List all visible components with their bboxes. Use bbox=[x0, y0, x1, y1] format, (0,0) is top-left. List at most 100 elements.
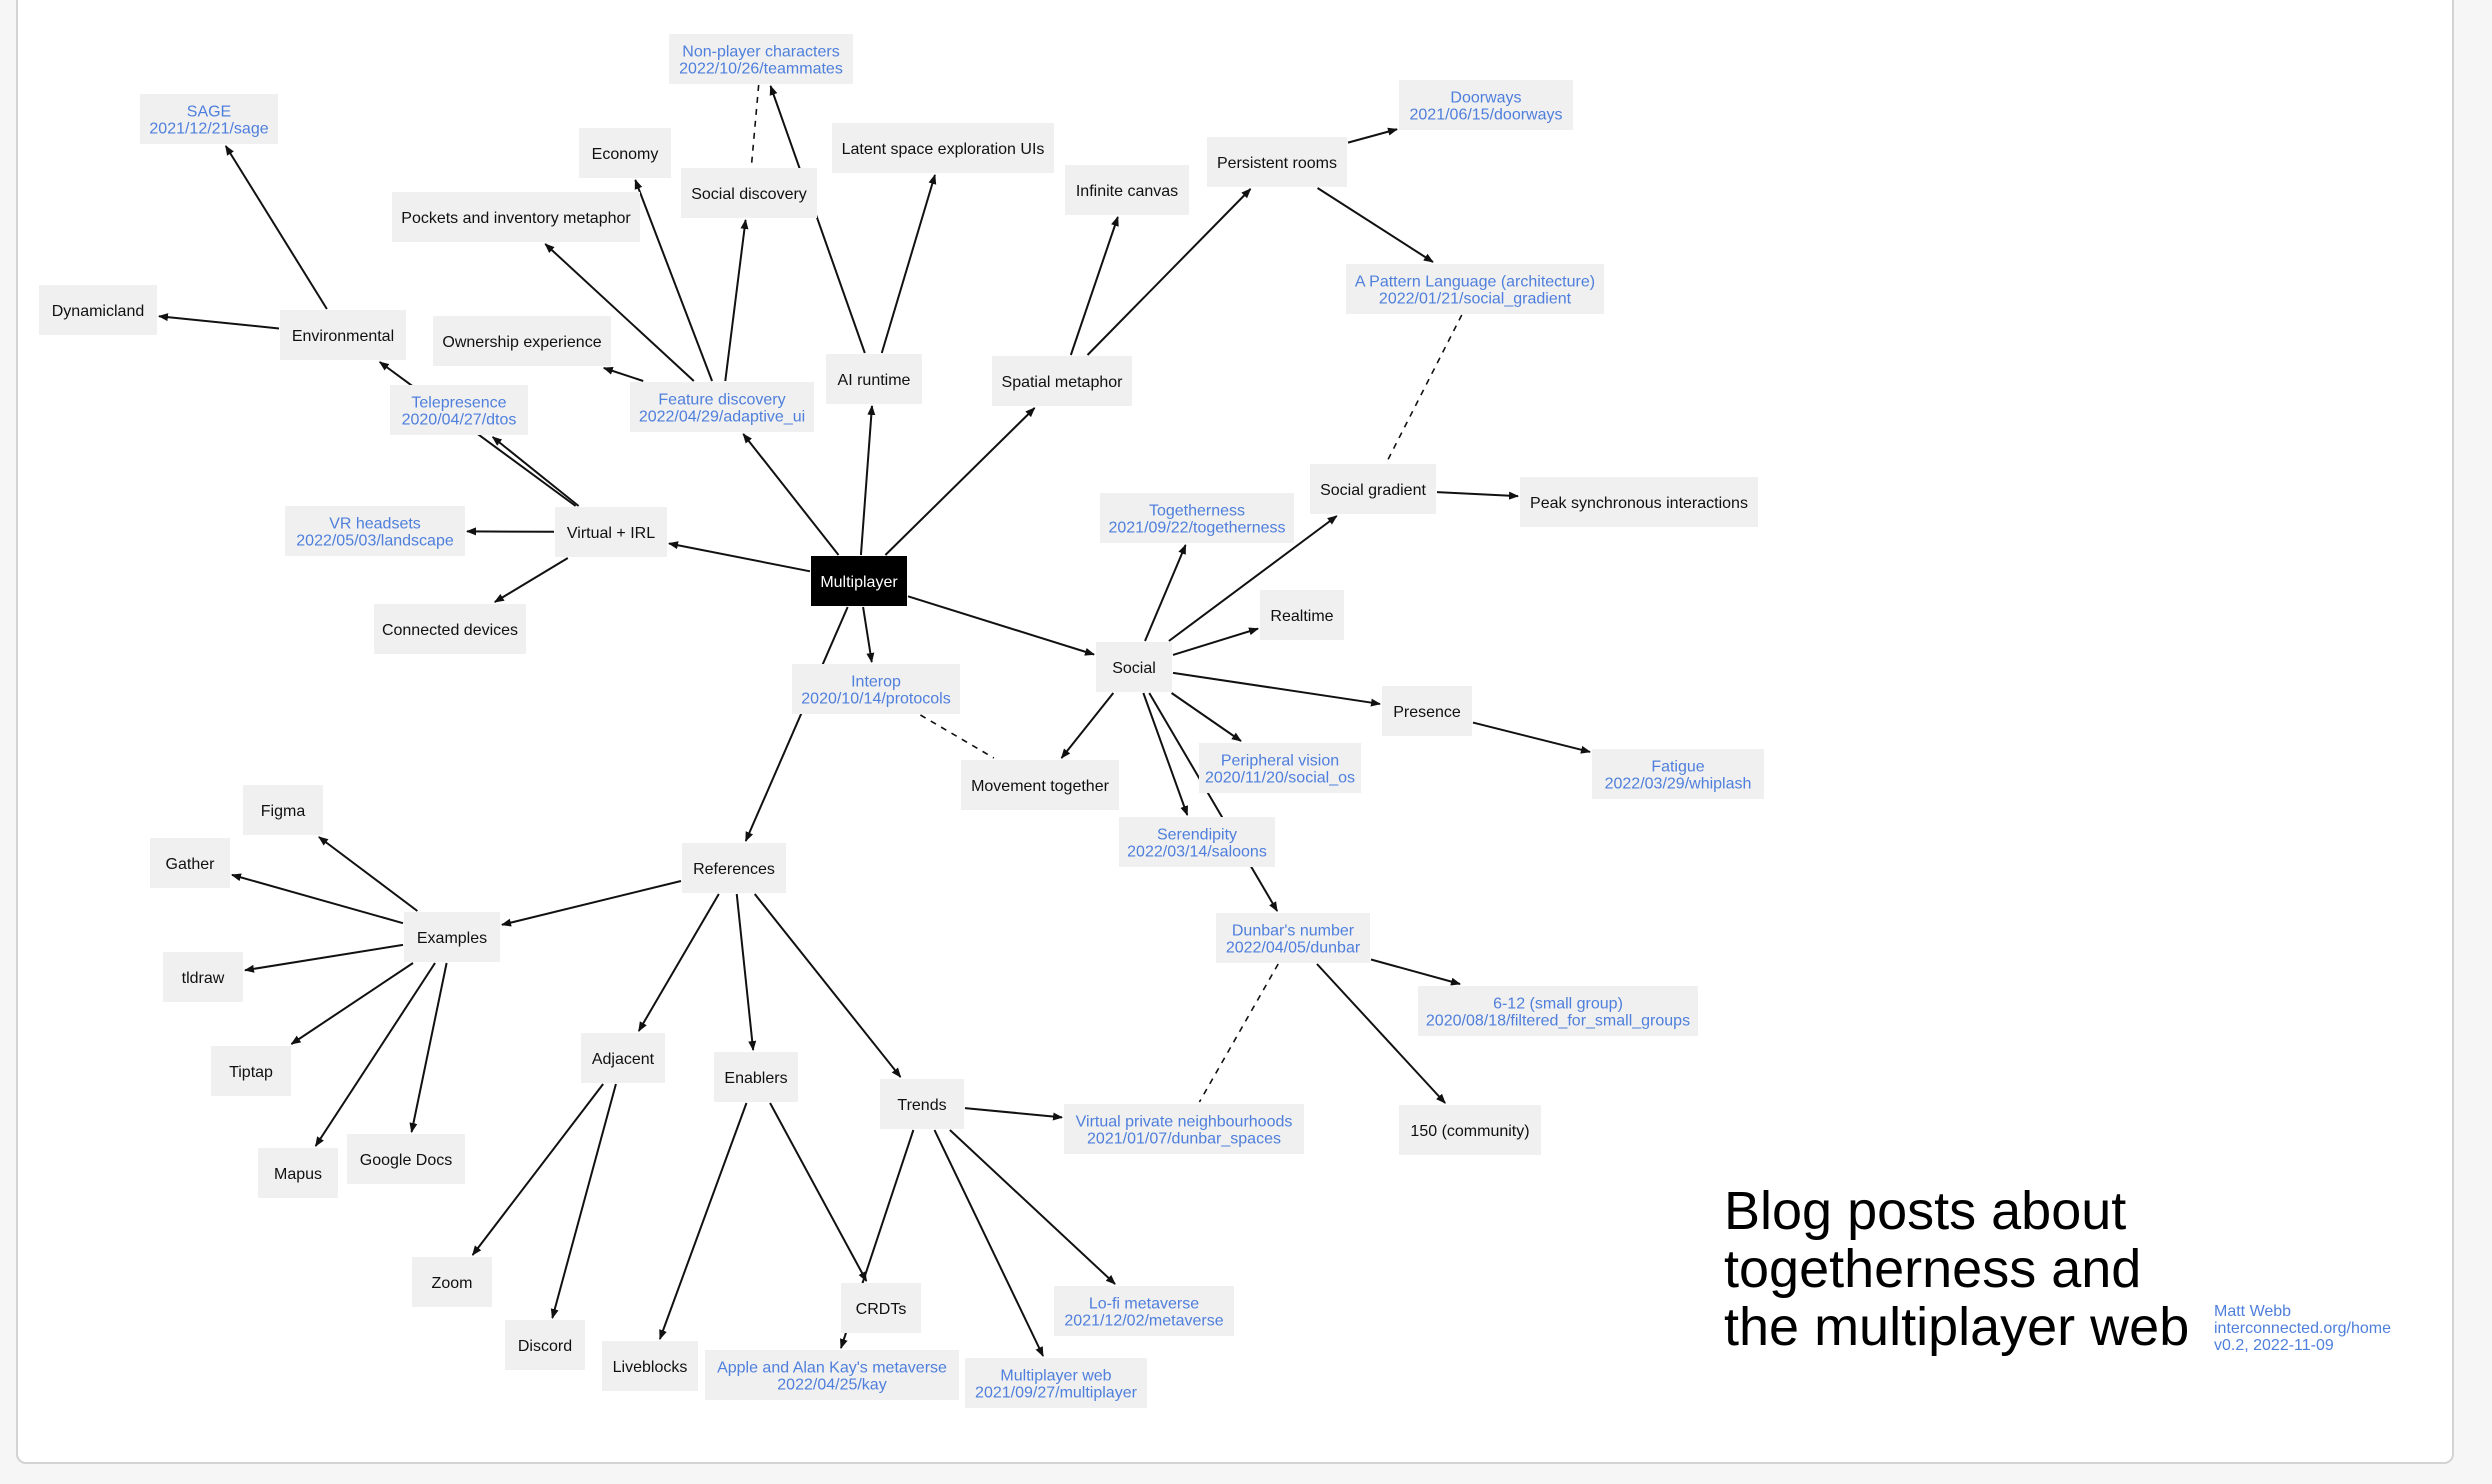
node-label: Social bbox=[1112, 660, 1156, 677]
node-label: Fatigue bbox=[1651, 759, 1704, 776]
node-box bbox=[1520, 477, 1758, 527]
node-label: Apple and Alan Kay's metaverse bbox=[717, 1360, 947, 1377]
edges-layer bbox=[158, 84, 1591, 1357]
nodes-layer: Multiplayer Non-player characters2022/10/… bbox=[39, 34, 1764, 1408]
arrow-virtualirl-to-connected bbox=[493, 557, 569, 603]
arrow-social-to-presence bbox=[1172, 671, 1381, 707]
node-box bbox=[1310, 464, 1436, 514]
node-references: References bbox=[682, 843, 786, 893]
arrow-environmental-to-sage bbox=[224, 145, 328, 310]
node-label: Virtual + IRL bbox=[567, 525, 655, 542]
arrow-multiplayer-to-interop bbox=[862, 606, 875, 663]
node-economy: Economy bbox=[579, 128, 671, 178]
node-label: AI runtime bbox=[838, 372, 911, 389]
node-socialgradient: Social gradient bbox=[1310, 464, 1436, 514]
node-box bbox=[1418, 986, 1698, 1036]
node-box bbox=[1064, 1104, 1304, 1154]
arrow-references-to-examples bbox=[501, 879, 682, 927]
arrow-references-to-trends bbox=[753, 893, 902, 1078]
node-label: Dunbar's number bbox=[1232, 923, 1355, 940]
node-box bbox=[1260, 590, 1344, 640]
node-box bbox=[285, 506, 465, 556]
arrow-multiplayer-to-airuntime bbox=[859, 405, 876, 556]
arrow-trends-to-mpweb bbox=[933, 1129, 1044, 1357]
arrow-social-to-peripheral bbox=[1171, 692, 1242, 742]
node-pattern[interactable]: A Pattern Language (architecture)2022/01… bbox=[1346, 264, 1604, 314]
node-box bbox=[280, 310, 406, 360]
node-label: Dynamicland bbox=[52, 303, 144, 320]
node-link-path: 2022/04/05/dunbar bbox=[1226, 940, 1361, 957]
node-label: VR headsets bbox=[329, 516, 421, 533]
node-zoom: Zoom bbox=[412, 1257, 492, 1307]
node-link-path: 2021/06/15/doorways bbox=[1410, 107, 1563, 124]
arrow-featuredisc-to-economy bbox=[634, 179, 714, 382]
arrow-examples-to-googledocs bbox=[409, 962, 448, 1133]
node-link-path: 2022/04/25/kay bbox=[777, 1377, 886, 1394]
node-box bbox=[811, 556, 907, 606]
arrow-examples-to-gather bbox=[231, 873, 404, 925]
node-airuntime: AI runtime bbox=[826, 354, 922, 404]
credit-author: Matt Webb bbox=[2214, 1303, 2292, 1320]
arrow-spatial-to-infinite bbox=[1069, 216, 1119, 356]
arrow-socialgradient-to-peak bbox=[1436, 491, 1519, 500]
node-vpn[interactable]: Virtual private neighbourhoods2021/01/07… bbox=[1064, 1104, 1304, 1154]
node-label: Interop bbox=[851, 674, 901, 691]
node-box bbox=[163, 952, 243, 1002]
node-adjacent: Adjacent bbox=[581, 1033, 665, 1083]
arrow-adjacent-to-zoom bbox=[471, 1083, 604, 1256]
node-link-path: 2022/04/29/adaptive_ui bbox=[639, 409, 805, 426]
node-box bbox=[1096, 642, 1172, 692]
node-box bbox=[630, 382, 814, 432]
node-label: Presence bbox=[1393, 704, 1461, 721]
node-npc[interactable]: Non-player characters2022/10/26/teammate… bbox=[669, 34, 853, 84]
node-label: Ownership experience bbox=[442, 334, 601, 351]
arrow-enablers-to-crdts bbox=[769, 1102, 868, 1282]
node-label: Discord bbox=[518, 1338, 572, 1355]
node-link-path: 2020/04/27/dtos bbox=[402, 412, 517, 429]
node-box bbox=[555, 507, 667, 557]
node-socialdisc: Social discovery bbox=[681, 168, 817, 218]
node-box bbox=[374, 604, 526, 654]
arrow-persistent-to-doorways bbox=[1347, 127, 1398, 144]
arrow-references-to-adjacent bbox=[637, 893, 720, 1032]
node-label: 150 (community) bbox=[1410, 1123, 1529, 1140]
node-label: Multiplayer bbox=[820, 574, 898, 591]
node-presence: Presence bbox=[1382, 686, 1472, 736]
node-link-path: 2020/10/14/protocols bbox=[801, 691, 950, 708]
node-label: Liveblocks bbox=[613, 1359, 688, 1376]
arrow-airuntime-to-latent bbox=[880, 174, 937, 354]
node-box bbox=[705, 1350, 959, 1400]
node-discord: Discord bbox=[505, 1320, 585, 1370]
node-link-path: 2021/09/22/togetherness bbox=[1108, 520, 1285, 537]
credit-site-link[interactable]: interconnected.org/home bbox=[2214, 1320, 2391, 1337]
node-box bbox=[1119, 817, 1275, 867]
node-label: Togetherness bbox=[1149, 503, 1245, 520]
dashed-link-npc-to-socialdisc bbox=[750, 84, 760, 167]
node-box bbox=[150, 838, 230, 888]
arrow-trends-to-vpn bbox=[964, 1107, 1063, 1121]
node-box bbox=[1399, 1105, 1541, 1155]
node-smallgroup[interactable]: 6-12 (small group)2020/08/18/filtered_fo… bbox=[1418, 986, 1698, 1036]
node-box bbox=[841, 1283, 921, 1333]
node-multiplayer: Multiplayer bbox=[811, 556, 907, 606]
arrow-adjacent-to-discord bbox=[550, 1083, 617, 1319]
node-kay[interactable]: Apple and Alan Kay's metaverse2022/04/25… bbox=[705, 1350, 959, 1400]
node-box bbox=[581, 1033, 665, 1083]
node-box bbox=[832, 123, 1054, 173]
arrow-examples-to-figma bbox=[318, 836, 419, 912]
node-label: Examples bbox=[417, 930, 487, 947]
arrow-examples-to-tiptap bbox=[290, 962, 414, 1045]
